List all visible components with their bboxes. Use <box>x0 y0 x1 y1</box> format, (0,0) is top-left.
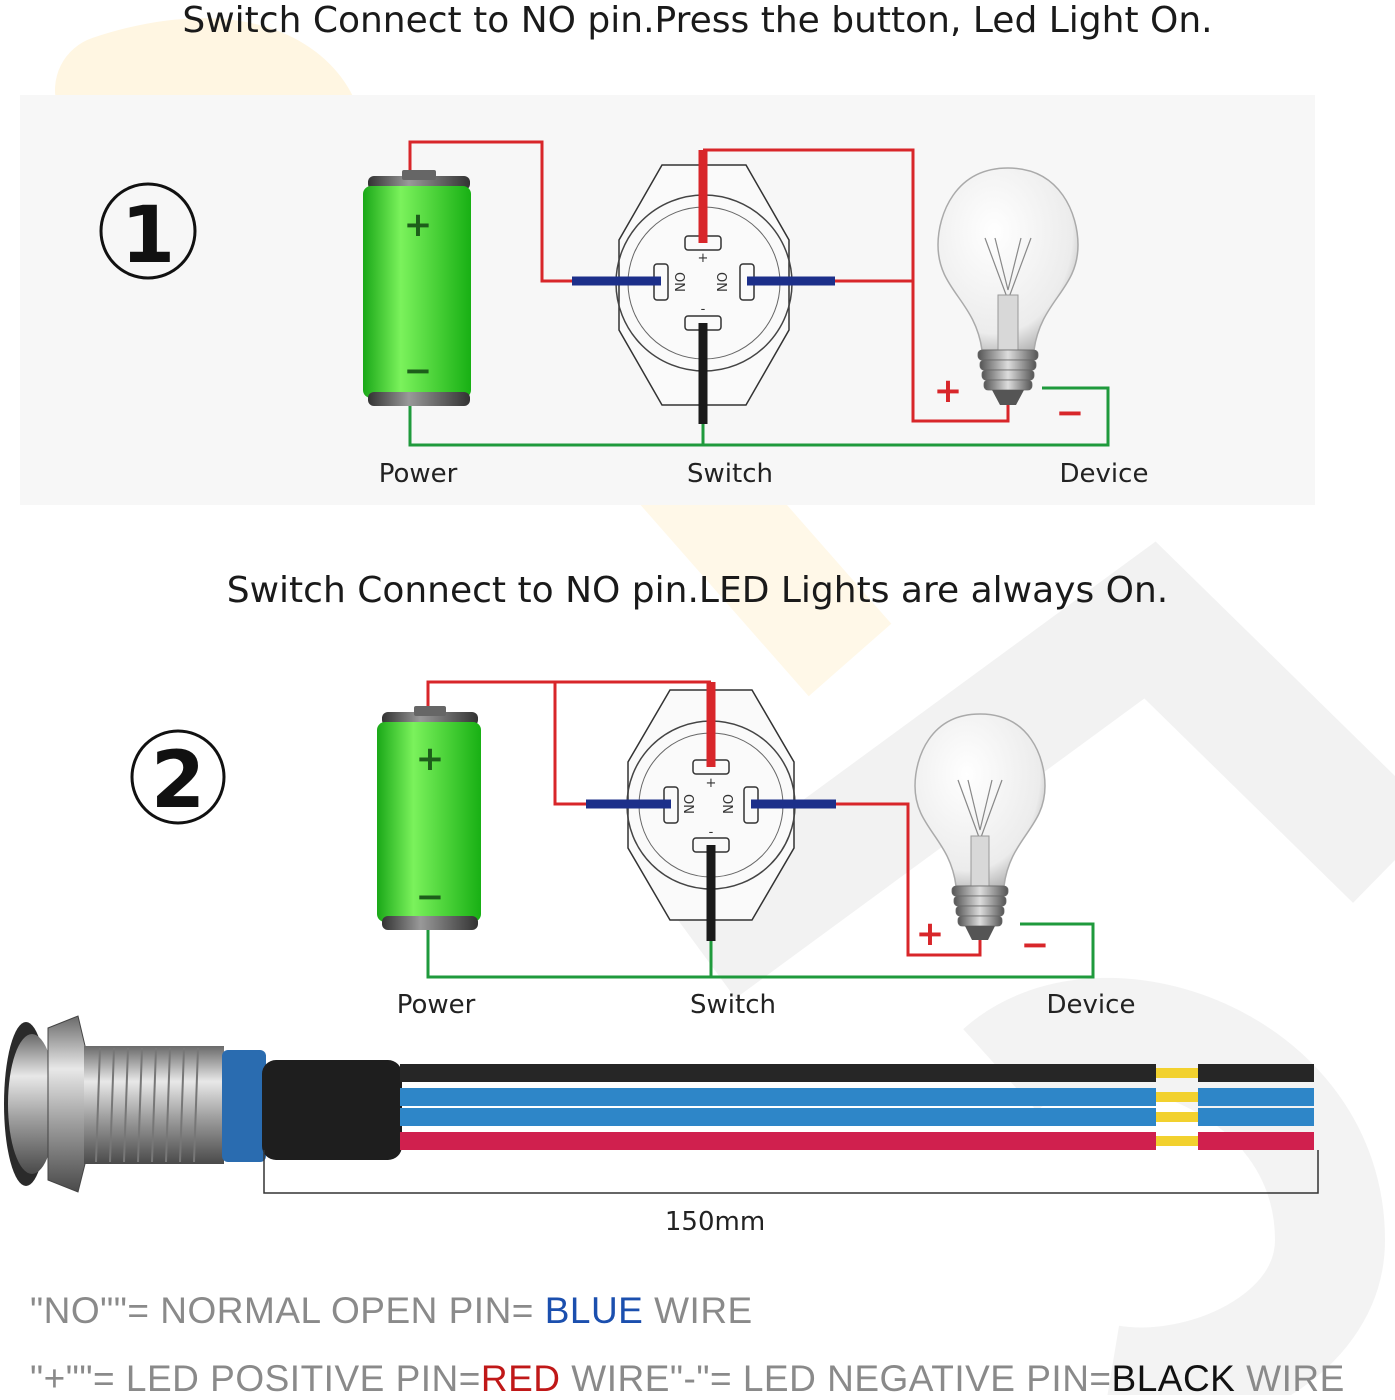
svg-text:+: + <box>416 739 445 779</box>
battery-positive-wire <box>408 140 572 283</box>
label-device: Device <box>1047 990 1136 1020</box>
diagram1-heading: Switch Connect to NO pin.Press the butto… <box>182 0 1213 41</box>
switch-icon: + - NO NO <box>586 682 836 977</box>
legend-led-pins: "+""= LED POSITIVE PIN=RED WIRE"-"= LED … <box>30 1358 1345 1399</box>
svg-text:-: - <box>701 302 706 317</box>
connector-base <box>222 1050 266 1162</box>
svg-text:NO: NO <box>683 794 698 814</box>
label-power: Power <box>397 990 476 1020</box>
diagram-number-circle <box>99 182 197 280</box>
svg-text:+: + <box>698 251 709 266</box>
button-head <box>8 1034 56 1174</box>
diagram-number: 2 <box>151 736 205 826</box>
svg-text:−: − <box>1056 393 1085 433</box>
switch-product <box>4 1015 402 1193</box>
svg-text:NO: NO <box>722 794 737 814</box>
heat-shrink <box>262 1060 402 1160</box>
label-switch: Switch <box>690 990 776 1020</box>
ground-wire <box>426 922 1095 979</box>
svg-text:-: - <box>709 825 714 840</box>
diagram-number: 1 <box>121 191 175 281</box>
diagram-2: 2 + − + - NO NO <box>130 680 1136 1020</box>
label-power: Power <box>379 459 458 489</box>
svg-text:−: − <box>1021 925 1050 965</box>
wires <box>426 680 1095 979</box>
svg-text:NO: NO <box>716 272 731 292</box>
length-label: 150mm <box>665 1207 765 1237</box>
switch-icon: + - NO NO <box>572 150 835 445</box>
length-dimension: 150mm <box>263 1150 1319 1237</box>
svg-text:+: + <box>404 205 433 245</box>
diagram-1: 1 + − + - NO NO <box>99 140 1149 489</box>
device-wire <box>836 802 982 957</box>
ground-wire <box>408 386 1110 447</box>
legend-no-pin: "NO""= NORMAL OPEN PIN= BLUE WIRE <box>30 1290 753 1331</box>
svg-text:+: + <box>916 914 945 954</box>
product-wires <box>400 1064 1314 1150</box>
svg-text:NO: NO <box>674 272 689 292</box>
svg-text:+: + <box>706 776 717 791</box>
bulb-icon: + − <box>914 713 1050 965</box>
led-positive-wire <box>703 148 1010 423</box>
hex-nut <box>47 1015 87 1193</box>
diagram2-heading: Switch Connect to NO pin.LED Lights are … <box>226 570 1169 611</box>
svg-text:−: − <box>404 351 433 391</box>
diagram-number-circle <box>130 729 226 825</box>
battery-icon: + − <box>377 706 481 930</box>
svg-text:−: − <box>416 877 445 917</box>
battery-icon: + − <box>363 170 471 406</box>
no-bridge-wire <box>553 682 586 806</box>
wires <box>408 140 1110 447</box>
label-switch: Switch <box>687 459 773 489</box>
battery-positive-wire <box>426 680 711 716</box>
label-device: Device <box>1060 459 1149 489</box>
svg-text:+: + <box>934 371 963 411</box>
bulb-icon: + − <box>934 167 1085 433</box>
